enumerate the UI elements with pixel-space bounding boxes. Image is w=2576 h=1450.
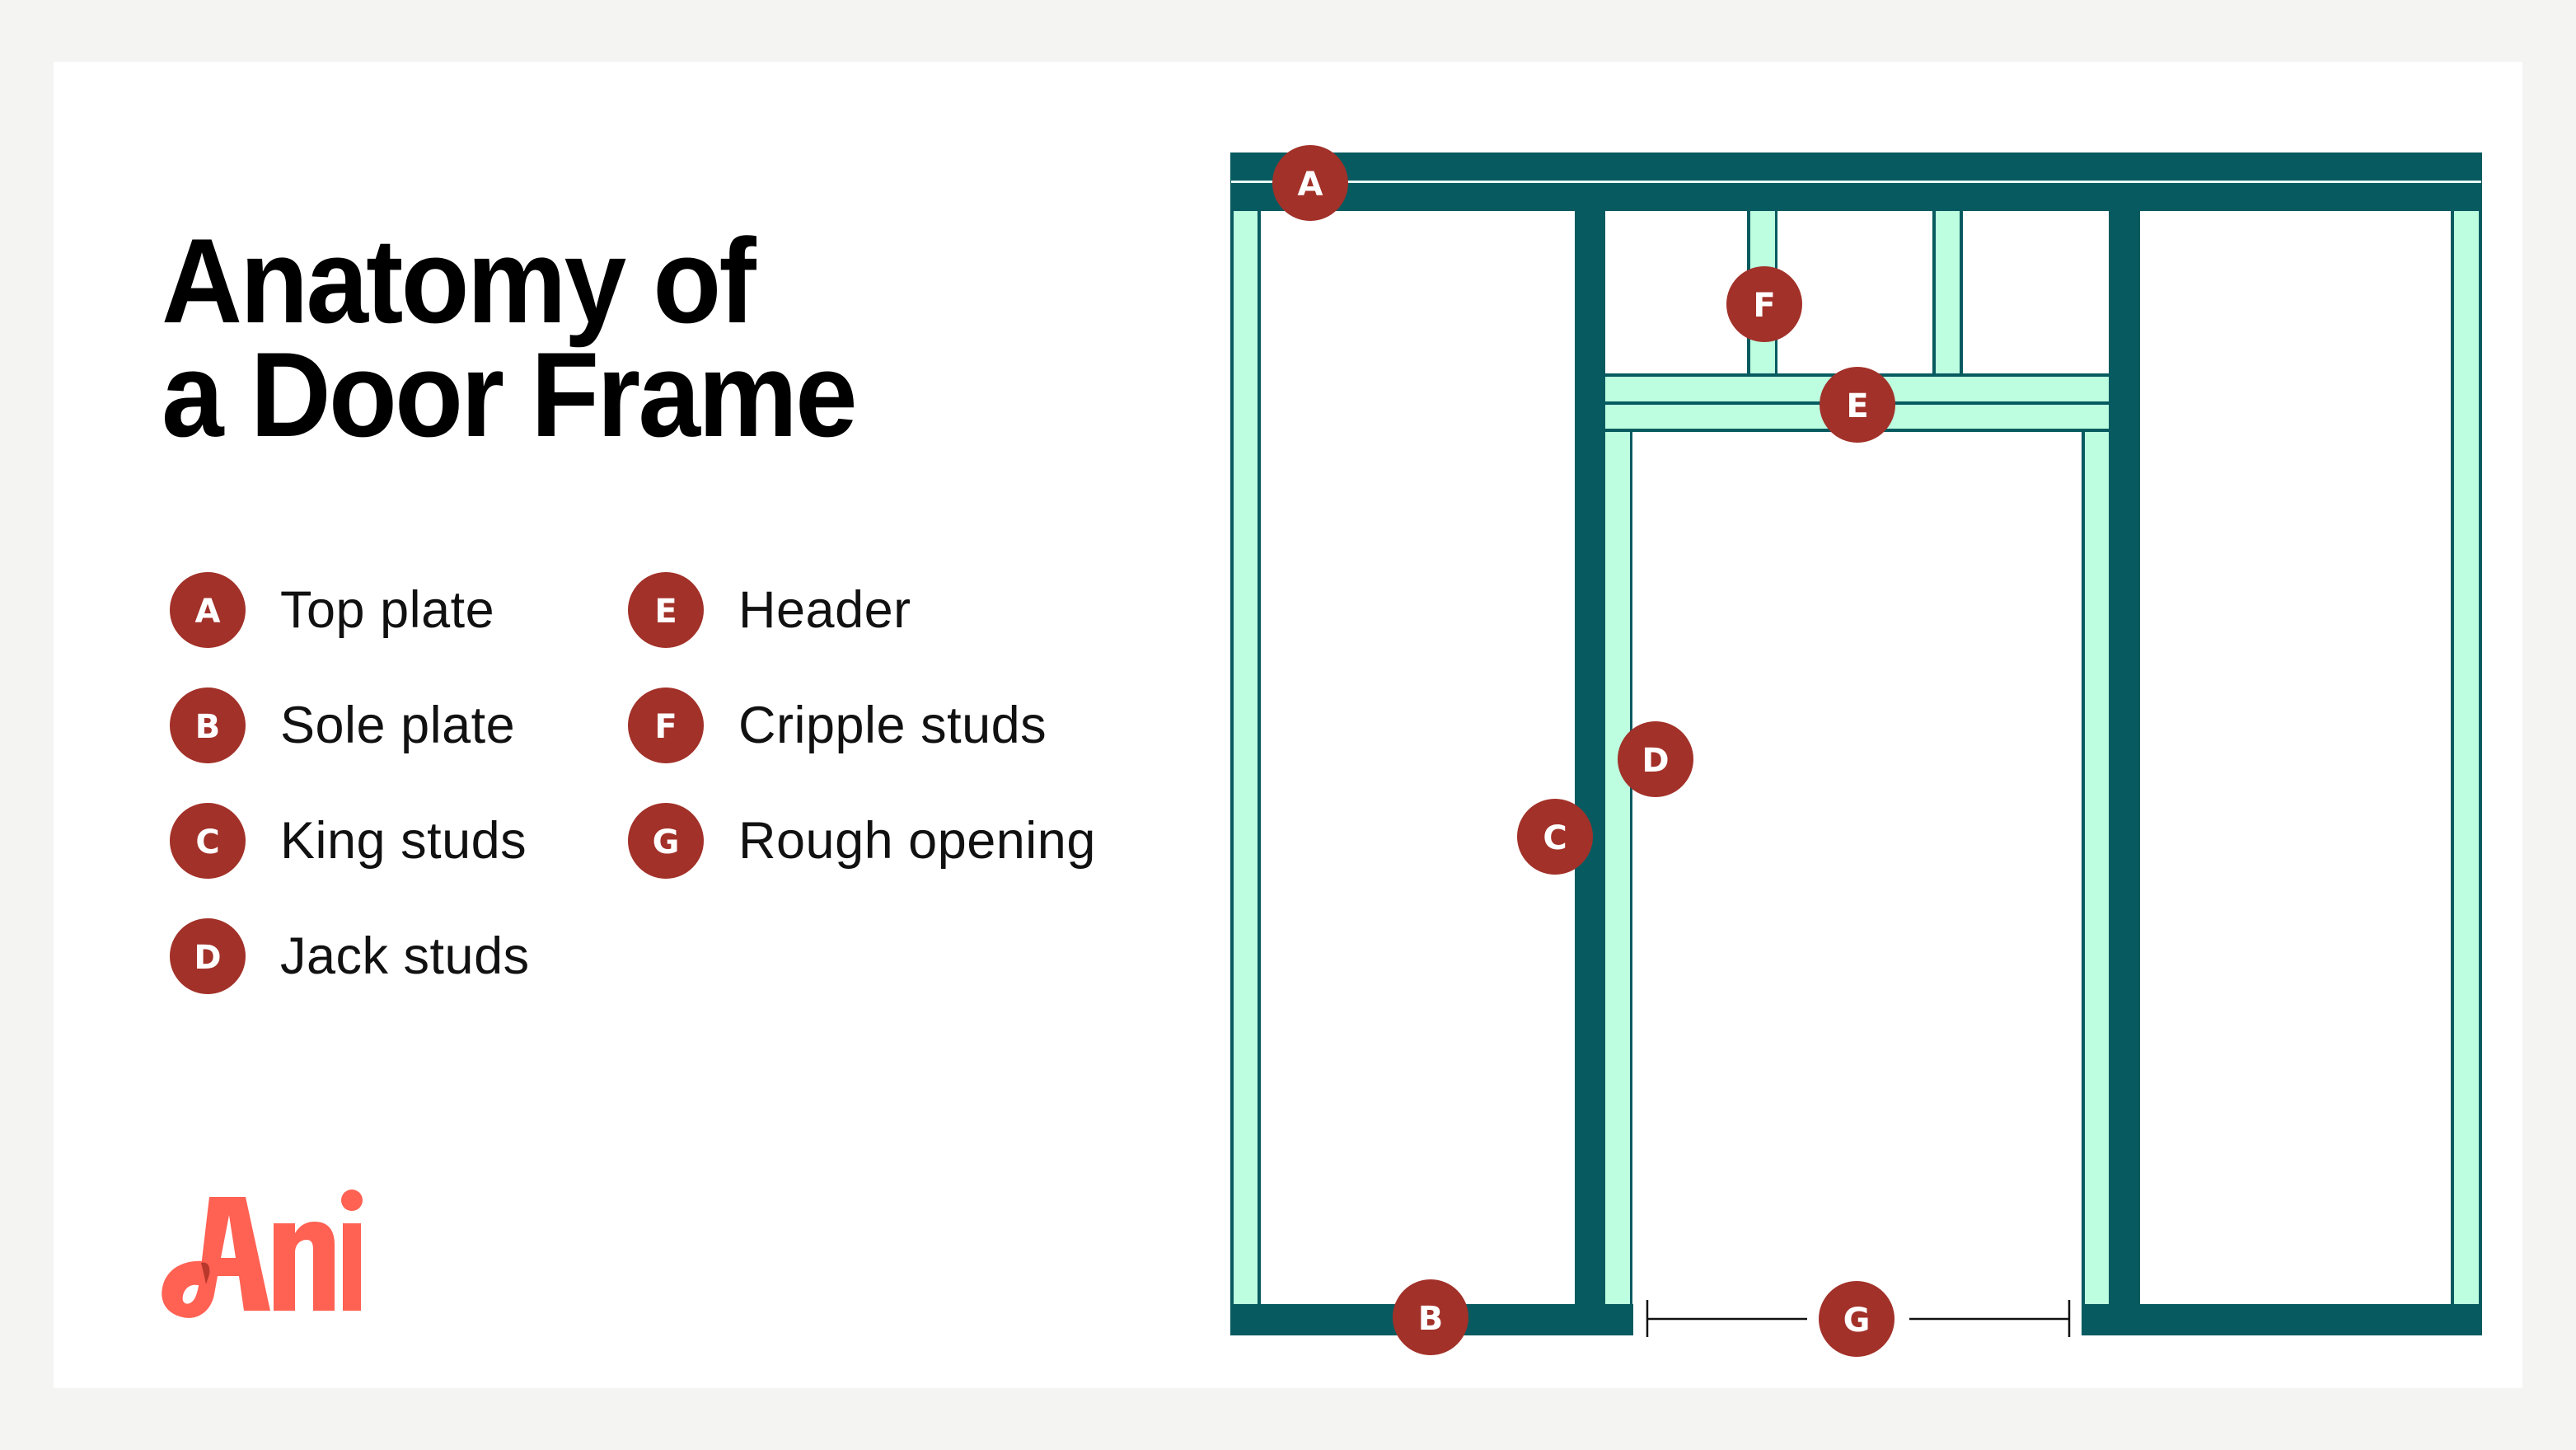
legend-badge-a: A [170, 572, 246, 648]
jack-stud-right [2085, 432, 2109, 1304]
legend-badge-f: F [628, 687, 704, 763]
marker-d-jack-studs: D [1618, 721, 1693, 797]
legend-item-header: E Header [628, 572, 911, 648]
legend-badge-b: B [170, 687, 246, 763]
king-stud-right [2109, 211, 2140, 1304]
marker-f-cripple-studs: F [1726, 266, 1802, 342]
marker-b-sole-plate: B [1393, 1279, 1468, 1355]
legend-item-rough-opening: G Rough opening [628, 803, 1096, 879]
legend-badge-c: C [170, 803, 246, 879]
legend-badge-g: G [628, 803, 704, 879]
sole-plate-right [2082, 1304, 2482, 1335]
legend-label: Rough opening [738, 812, 1096, 870]
legend-badge-d: D [170, 918, 246, 994]
legend-item-sole-plate: B Sole plate [170, 687, 515, 763]
rough-opening-dimension [1646, 1300, 2071, 1337]
cripple-stud-2 [1936, 211, 1960, 373]
legend-badge-e: E [628, 572, 704, 648]
legend-label: Top plate [280, 581, 495, 639]
page-title: Anatomy of a Door Frame [162, 214, 858, 462]
outer-stud-right [2454, 211, 2479, 1304]
king-stud-left [1575, 211, 1605, 1304]
outer-stud-left [1234, 211, 1258, 1304]
legend-item-cripple-studs: F Cripple studs [628, 687, 1047, 763]
legend-label: Header [738, 581, 911, 639]
top-plate-seam [1231, 181, 2481, 183]
legend-label: Jack studs [280, 927, 530, 985]
legend-item-jack-studs: D Jack studs [170, 918, 530, 994]
legend-label: King studs [280, 812, 527, 870]
marker-e-header: E [1820, 367, 1895, 443]
marker-a-top-plate: A [1272, 145, 1348, 221]
legend-item-top-plate: A Top plate [170, 572, 494, 648]
framing [1230, 153, 2482, 1335]
legend-item-king-studs: C King studs [170, 803, 527, 879]
legend-label: Cripple studs [738, 697, 1047, 754]
angi-logo-icon [162, 1190, 363, 1318]
marker-c-king-studs: C [1517, 799, 1593, 875]
title-line-2: a Door Frame [162, 327, 858, 462]
legend-label: Sole plate [280, 697, 516, 754]
title-line-1: Anatomy of [162, 214, 756, 348]
jack-stud-left [1605, 432, 1630, 1304]
marker-g-rough-opening: G [1819, 1281, 1895, 1357]
